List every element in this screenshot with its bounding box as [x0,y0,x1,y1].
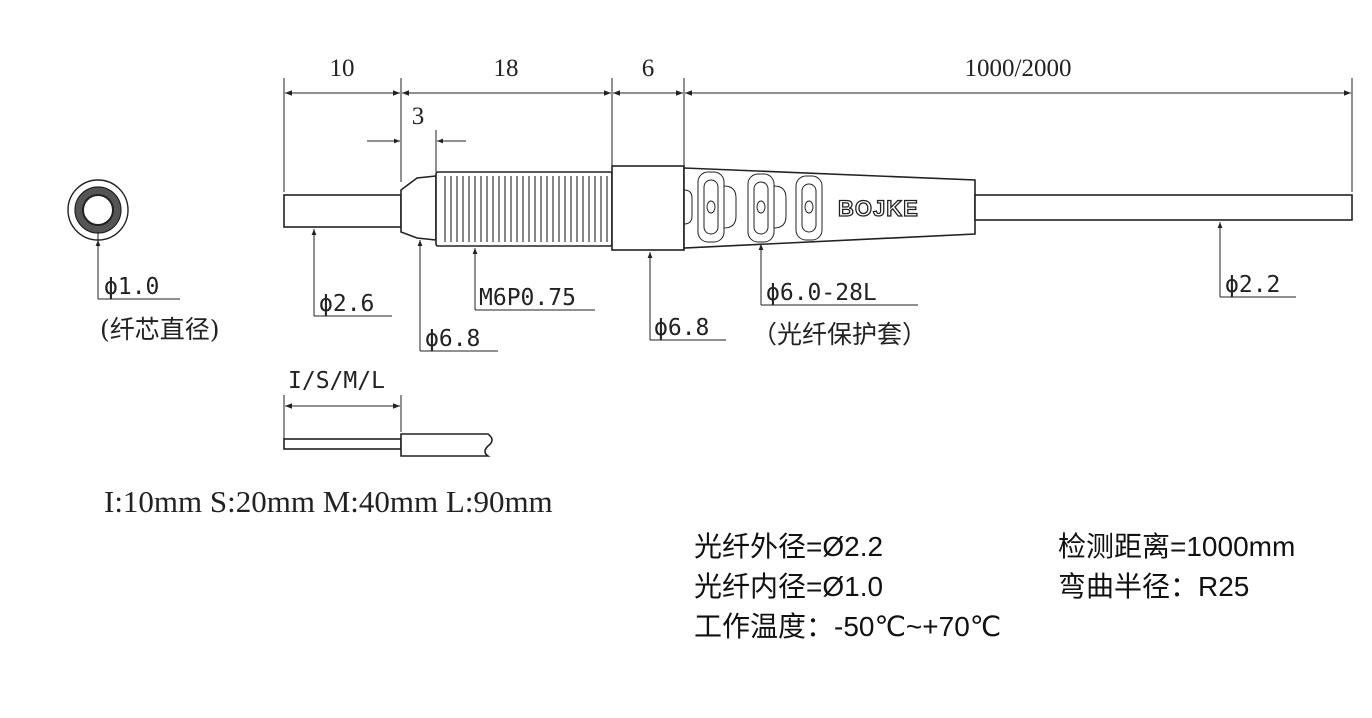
cable-diameter-label: ϕ2.2 [1225,272,1280,298]
dim-cable-length: 1000/2000 [965,55,1072,82]
spec-operating-temp: 工作温度：-50℃~+70℃ [694,611,1002,642]
sleeve-spec-label: ϕ6.0-28L [766,280,877,306]
thread-spec-label: M6P0.75 [479,285,576,311]
tip-options-label: I/S/M/L [288,368,385,394]
ferrule-diameter-label: ϕ6.8 [425,326,480,352]
dim-3: 3 [412,103,425,130]
core-diameter-note: (纤芯直径) [100,315,220,344]
dim-18: 18 [494,55,519,82]
sensor-body: BOJKE [283,165,1353,251]
core-end-view [67,179,180,300]
dim-6: 6 [642,55,655,82]
spec-detection-distance: 检测距离=1000mm [1058,531,1296,562]
sleeve-note: （光纤保护套） [752,320,927,349]
collar-diameter-label: ϕ6.8 [654,315,709,341]
tip-options: I/S/M/L I:10mm S:20mm M:40mm L:90mm [104,368,553,519]
spec-list-right: 检测距离=1000mm 弯曲半径：R25 [1058,527,1295,607]
tip-diameter-label: ϕ2.6 [319,291,374,317]
tip-lengths-text: I:10mm S:20mm M:40mm L:90mm [104,484,553,519]
callouts: ϕ1.0 (纤芯直径) ϕ2.6 ϕ6.8 M6P0.75 ϕ6.8 ϕ6.0-… [100,222,1296,352]
spec-bend-radius: 弯曲半径：R25 [1058,571,1250,602]
spec-list-left: 光纤外径=Ø2.2 光纤内径=Ø1.0 工作温度：-50℃~+70℃ [694,527,1001,647]
dim-10: 10 [330,55,355,82]
top-dimensions: 10 18 6 1000/2000 3 [283,55,1353,192]
spec-inner-diameter: 光纤内径=Ø1.0 [694,571,884,602]
core-diameter-label: ϕ1.0 [104,274,159,300]
brand-logo: BOJKE [838,196,919,221]
spec-outer-diameter: 光纤外径=Ø2.2 [694,531,884,562]
